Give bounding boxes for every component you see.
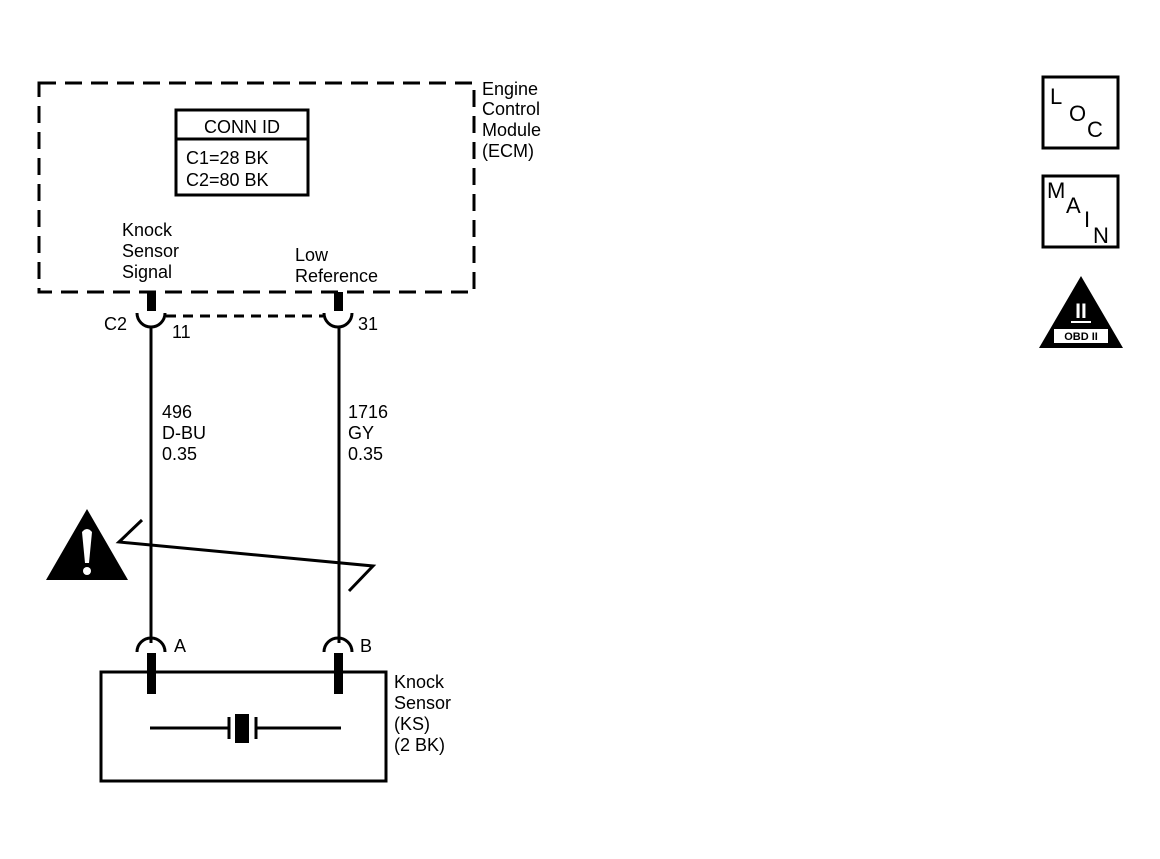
pin-11-label: 11 (172, 322, 191, 342)
connector-c2-label: C2 (104, 314, 127, 334)
svg-text:Low: Low (295, 245, 329, 265)
ecm-connector-cup-lowref (322, 312, 354, 329)
ecm-title-line-3: Module (482, 120, 541, 140)
ecm-pin-stub-signal (147, 292, 156, 311)
ecm-title-line-4: (ECM) (482, 141, 534, 161)
svg-text:N: N (1093, 223, 1109, 248)
obd-label: OBD II (1064, 331, 1098, 343)
twisted-pair-marker (115, 518, 377, 593)
svg-text:C: C (1087, 117, 1103, 142)
svg-text:(KS): (KS) (394, 714, 430, 734)
svg-text:496: 496 (162, 402, 192, 422)
ecm-title-line-1: Engine (482, 79, 538, 99)
ecm-title: Engine Control Module (ECM) (482, 79, 541, 161)
conn-id-line-1: C1=28 BK (186, 148, 269, 168)
knock-sensor-signal-label: Knock Sensor Signal (122, 220, 179, 282)
sensor-connector-cup-a (135, 636, 167, 653)
conn-id-header: CONN ID (204, 117, 280, 137)
terminal-a-label: A (174, 636, 186, 656)
conn-id-line-2: C2=80 BK (186, 170, 269, 190)
pin-31-label: 31 (358, 314, 378, 334)
svg-text:Knock: Knock (122, 220, 173, 240)
sensor-pin-a-inside (147, 672, 156, 694)
svg-text:(2 BK): (2 BK) (394, 735, 445, 755)
svg-text:0.35: 0.35 (162, 444, 197, 464)
svg-text:Sensor: Sensor (394, 693, 451, 713)
knock-sensor-label: Knock Sensor (KS) (2 BK) (394, 672, 451, 755)
loc-icon[interactable]: L O C (1041, 75, 1120, 150)
svg-text:GY: GY (348, 423, 374, 443)
terminal-b-label: B (360, 636, 372, 656)
sensor-connector-cup-b (322, 636, 354, 653)
ecm-pin-stub-lowref (334, 292, 343, 311)
sensor-pin-b-inside (334, 672, 343, 694)
svg-text:A: A (1066, 193, 1081, 218)
obd-numeral: II (1075, 300, 1087, 323)
svg-text:Signal: Signal (122, 262, 172, 282)
svg-text:I: I (1084, 207, 1090, 232)
svg-text:Reference: Reference (295, 266, 378, 286)
svg-text:0.35: 0.35 (348, 444, 383, 464)
caution-exclamation-icon (46, 509, 128, 580)
ecm-title-line-2: Control (482, 99, 540, 119)
ecm-module-outline (37, 81, 476, 294)
conn-id-box: CONN ID C1=28 BK C2=80 BK (174, 108, 310, 197)
wire-low-ref-label: 1716 GY 0.35 (348, 402, 388, 464)
ecm-connector-cup-signal (135, 312, 167, 329)
svg-text:O: O (1069, 101, 1086, 126)
low-reference-label: Low Reference (295, 245, 378, 286)
svg-text:Sensor: Sensor (122, 241, 179, 261)
svg-text:M: M (1047, 178, 1065, 203)
obd-ii-icon[interactable]: II OBD II (1039, 276, 1123, 348)
svg-text:L: L (1050, 84, 1062, 109)
svg-text:D-BU: D-BU (162, 423, 206, 443)
main-icon[interactable]: M A I N (1041, 174, 1120, 249)
piezo-element-icon (150, 714, 341, 743)
wire-signal-label: 496 D-BU 0.35 (162, 402, 206, 464)
svg-text:1716: 1716 (348, 402, 388, 422)
svg-text:Knock: Knock (394, 672, 445, 692)
